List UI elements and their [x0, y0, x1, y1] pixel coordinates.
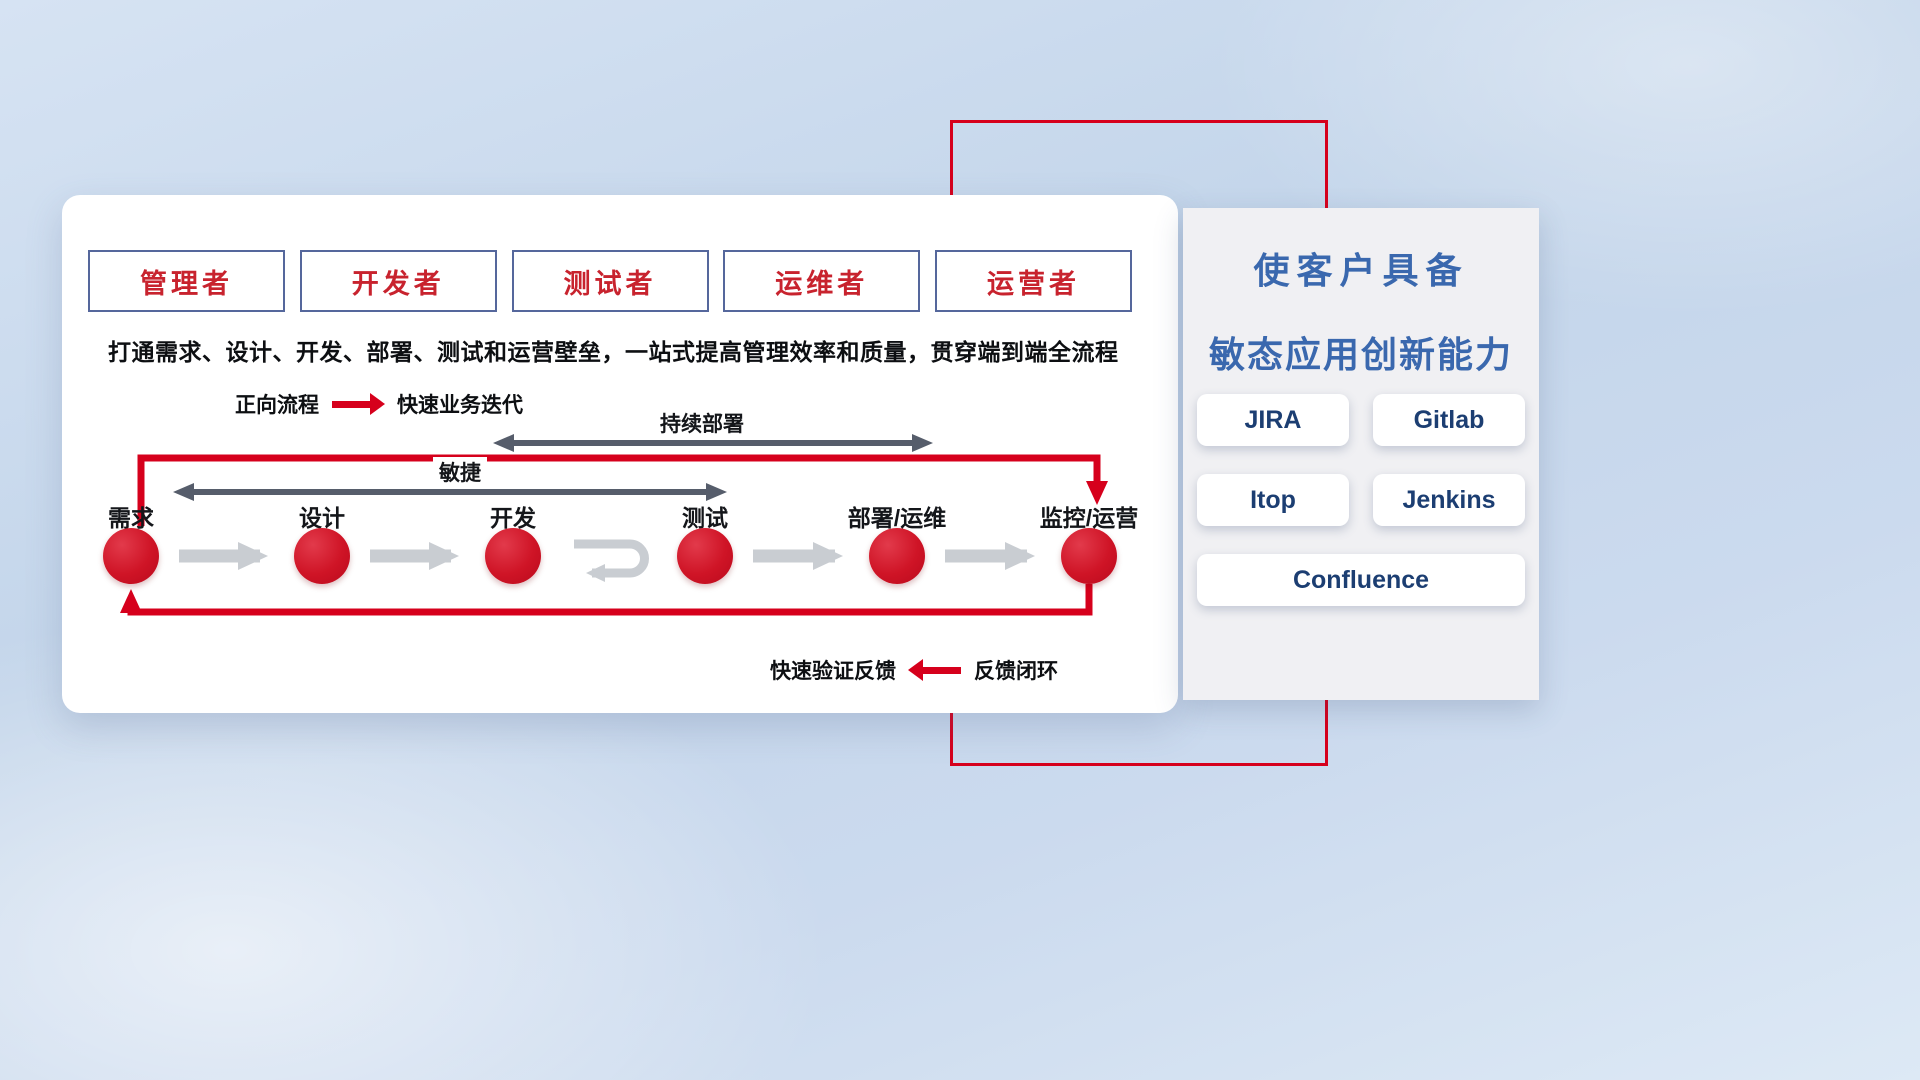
feedback-arrow-icon [923, 666, 961, 674]
stage-circle-requirements [103, 528, 159, 584]
stage-circle-monitor-ops [1061, 528, 1117, 584]
stage-circle-design [294, 528, 350, 584]
stage-label-deploy-ops: 部署/运维 [847, 505, 947, 531]
role-box-ops: 运维者 [723, 250, 921, 312]
tool-button-jira: JIRA [1197, 394, 1349, 446]
role-label: 测试者 [563, 268, 657, 299]
tool-button-jenkins: Jenkins [1373, 474, 1525, 526]
stage-circle-develop [485, 528, 541, 584]
panel-title-line2: 敏态应用创新能力 [1208, 334, 1513, 375]
role-row: 管理者 开发者 测试者 运维者 运营者 [88, 250, 1132, 312]
role-box-tester: 测试者 [511, 250, 709, 312]
stage-label-develop: 开发 [490, 505, 536, 531]
forward-legend-label: 正向流程 [235, 394, 319, 417]
forward-legend: 正向流程 快速业务迭代 [235, 389, 523, 419]
role-label: 开发者 [351, 268, 445, 299]
forward-legend-value: 快速业务迭代 [397, 394, 523, 417]
role-box-developer: 开发者 [299, 250, 497, 312]
role-label: 管理者 [140, 268, 233, 299]
tool-button-confluence: Confluence [1197, 554, 1525, 606]
stage-label-test: 测试 [682, 505, 728, 531]
tool-grid: JIRA Gitlab Itop Jenkins Confluence [1197, 394, 1525, 606]
stage-label-monitor-ops: 监控/运营 [1039, 505, 1139, 531]
forward-loop-line [137, 454, 1108, 526]
main-card: 管理者 开发者 测试者 运维者 运营者 打通需求、设计、开发、部署、测试和运营壁… [62, 195, 1178, 713]
role-label: 运营者 [987, 268, 1080, 299]
feedback-loop-line [120, 584, 1093, 616]
description-text: 打通需求、设计、开发、部署、测试和运营壁垒，一站式提高管理效率和质量，贯穿端到端… [108, 339, 1119, 365]
continuous-deploy-label: 持续部署 [654, 408, 750, 438]
iteration-loop-icon [574, 539, 649, 582]
role-box-manager: 管理者 [88, 250, 285, 312]
agile-label: 敏捷 [433, 457, 487, 487]
stage-circle-test [677, 528, 733, 584]
panel-title-line1: 使客户具备 [1253, 250, 1469, 291]
feedback-legend-value: 快速验证反馈 [770, 660, 896, 683]
stage-label-design: 设计 [299, 505, 345, 531]
role-box-operator: 运营者 [935, 250, 1132, 312]
feedback-legend-label: 反馈闭环 [974, 660, 1058, 683]
role-label: 运维者 [775, 268, 869, 299]
tool-button-gitlab: Gitlab [1373, 394, 1525, 446]
tool-button-itop: Itop [1197, 474, 1349, 526]
stage-label-requirements: 需求 [108, 505, 154, 531]
stage-circle-deploy-ops [869, 528, 925, 584]
right-panel: 使客户具备 敏态应用创新能力 JIRA Gitlab Itop Jenkins … [1183, 208, 1539, 700]
forward-arrow-icon [332, 400, 370, 408]
feedback-legend: 快速验证反馈 反馈闭环 [770, 655, 1058, 685]
